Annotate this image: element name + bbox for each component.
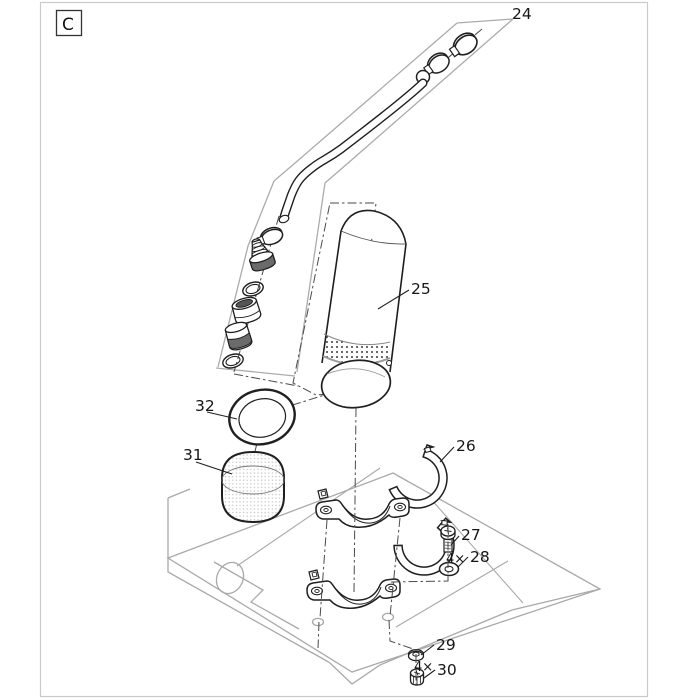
sleeve-bore: [235, 299, 253, 308]
base-plate: [166, 467, 602, 685]
hose-tube: [280, 79, 427, 221]
nut-facets: [413, 676, 421, 685]
housing-cap-seam: [340, 230, 407, 245]
callout-30: 30: [437, 661, 457, 679]
centerlines-front: [317, 407, 449, 686]
callout-29: 29: [436, 636, 456, 654]
leader-30: [423, 669, 436, 679]
foam-rim: [221, 465, 285, 495]
strap-bolt-hole: [441, 519, 448, 526]
clamp-screw-housing: [448, 44, 461, 58]
lower-fitting: [224, 321, 253, 351]
quantity-nut-set: 4×: [414, 660, 433, 675]
hose-barb-fitting: [248, 238, 276, 272]
stack-to-housing-centerline: [233, 373, 299, 387]
leader-31: [195, 461, 233, 475]
leader-27: [450, 535, 460, 546]
base-plate-back-flange: [167, 488, 191, 558]
callout-27: 27: [461, 526, 481, 544]
hose-assembly: [278, 32, 478, 224]
reference-line-2: [429, 497, 524, 604]
callout-28: 28: [470, 548, 490, 566]
sheet-label: C: [62, 15, 74, 35]
base-plate-skirt: [167, 558, 601, 685]
hose-clamp-upper: [448, 32, 478, 58]
leader-32: [206, 411, 238, 420]
housing-dome: [340, 209, 407, 245]
mount-hole-right: [381, 612, 395, 622]
callout-24: 24: [512, 5, 532, 23]
leader-25: [377, 289, 410, 310]
saddle-hole-right: [384, 583, 398, 593]
stack-hose-clamp: [256, 226, 284, 246]
mount-hole-left: [311, 617, 325, 627]
hose-open-end: [278, 214, 290, 224]
callout-31: 31: [183, 446, 203, 464]
callout-32: 32: [195, 397, 215, 415]
base-plate-cutout: [213, 561, 300, 630]
seal-ring: [228, 388, 296, 446]
pipe-clamp-saddle-lower: [306, 569, 401, 609]
o-ring-upper: [242, 281, 264, 297]
bolt-axis: [389, 524, 449, 583]
housing-perforation-band: [323, 334, 390, 365]
reference-line-3: [395, 560, 509, 628]
quantity-bolt-set: 4×: [446, 552, 465, 567]
page-frame: [39, 1, 649, 698]
leader-26: [439, 446, 455, 463]
leader-29: [420, 644, 435, 656]
saddle-hole-left: [319, 505, 333, 515]
fitting-stack: [222, 226, 284, 369]
pipe-clamp-strap-upper: [388, 444, 448, 509]
housing-nub: [386, 360, 392, 366]
washer-large: [438, 561, 460, 577]
leader-28: [457, 556, 469, 568]
sheet-label-box: [55, 9, 83, 37]
callout-25: 25: [411, 280, 431, 298]
saddle-hole-left: [310, 586, 324, 596]
base-plate-oval-hole: [215, 561, 245, 595]
callout-26: 26: [456, 437, 476, 455]
strap-bolt-hole: [423, 446, 432, 454]
union-sleeve: [231, 296, 262, 325]
pipe-clamp-saddle-upper: [315, 488, 410, 528]
nut: [409, 668, 425, 686]
o-ring-lower: [222, 353, 244, 369]
foam-insert: [221, 450, 285, 524]
housing-cylinder: [320, 209, 407, 409]
reference-line-1: [236, 467, 381, 567]
leader-lines: [195, 289, 469, 679]
left-foot-axis: [317, 519, 328, 649]
saddle-hole-right: [393, 502, 407, 512]
fitting-band: [226, 332, 252, 349]
hose-assembly-outline: [215, 18, 514, 377]
housing-reference-box: [292, 202, 377, 396]
right-foot-axis: [388, 517, 417, 686]
clamp-center-axis: [353, 407, 357, 593]
